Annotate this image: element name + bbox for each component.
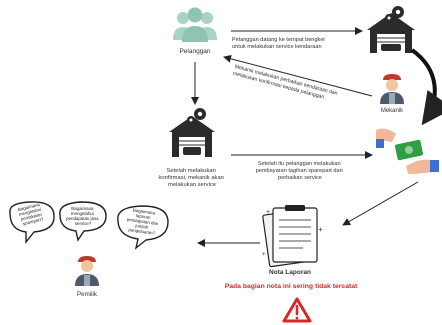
mechanic-label: Mekanik (381, 108, 404, 114)
warning-icon (282, 297, 312, 323)
curved-arrow-right (410, 48, 442, 126)
report-document-icon: + + + (262, 205, 323, 268)
report-title: Nota Laporan (269, 269, 311, 276)
edge-label-payment: Setelah itu pelanggan melakukan pembayar… (256, 161, 345, 181)
svg-text:+: + (266, 209, 270, 216)
svg-text:Bagaimana laporan: Bagaimana laporan pendapatan dan jumlah … (125, 207, 161, 236)
customer-group-icon (173, 7, 217, 42)
svg-text:Bagaimana mengetahui: Bagaimana mengetahui pemakaian sparepart… (17, 201, 45, 226)
mechanic-icon (380, 74, 404, 104)
workshop-icon-middle (169, 108, 215, 157)
edge-label-arrive: Pelanggan datang ke tempat bengkel untuk… (232, 37, 326, 50)
payment-money-icon (376, 128, 439, 174)
svg-text:+: + (262, 252, 266, 258)
arrow-to-nota (342, 181, 419, 226)
edge-label-confirm: Mekanik melakukan perbaikan kendaraan da… (232, 64, 339, 104)
svg-text:+: + (318, 225, 323, 234)
report-warning-text: Pada bagian nota ini sering tidak tercat… (225, 283, 358, 290)
workshop-icon-top (367, 6, 415, 53)
speech-bubble-3: Bagaimana laporan pendapatan dan jumlah … (117, 205, 169, 250)
owner-label: Pemilik (77, 291, 98, 298)
owner-icon (75, 256, 99, 286)
speech-bubble-2: Bagaimana mengetahui pendapatan jasa ser… (59, 201, 107, 242)
svg-text:Bagaimana mengetahui: Bagaimana mengetahui pendapatan jasa ser… (66, 206, 100, 226)
customer-label: Pelanggan (179, 48, 210, 55)
speech-bubble-1: Bagaimana mengetahui pemakaian sparepart… (9, 201, 55, 244)
arrow-confirm (223, 54, 373, 97)
service-label: Setelah melakukan konfirmasi, mekanik ak… (158, 168, 225, 188)
